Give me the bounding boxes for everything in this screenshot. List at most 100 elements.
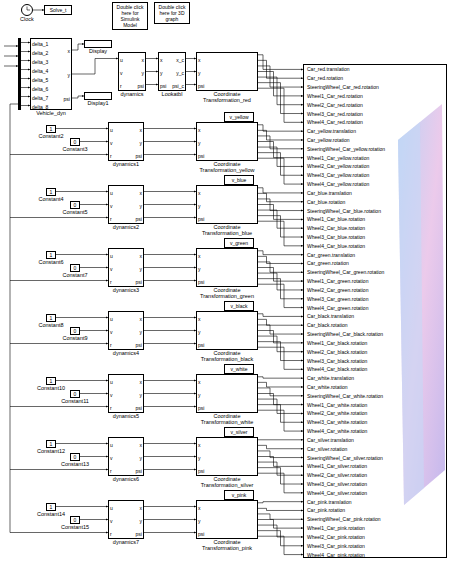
signal-line bbox=[258, 508, 303, 510]
signal-line bbox=[258, 520, 303, 529]
signal-line bbox=[144, 141, 196, 142]
constant-block: 1Constant8 bbox=[46, 314, 56, 322]
text-block: v_green bbox=[224, 238, 254, 248]
port-label: Car_silver.rotation bbox=[307, 446, 347, 452]
block-name: dynamics bbox=[120, 91, 143, 97]
block-text: v_black bbox=[226, 303, 252, 309]
subsystem-block: Coordinate Transformation_whitexypsi bbox=[196, 374, 258, 413]
signal-line bbox=[258, 473, 303, 493]
constant-value: 1 bbox=[47, 189, 55, 196]
port-label: x bbox=[140, 190, 143, 196]
port-label: psi bbox=[198, 531, 204, 537]
port-label: v bbox=[110, 455, 113, 461]
port-label: Car_pink.translation bbox=[307, 499, 351, 505]
port-label: Wheel3_Car_silver.rotation bbox=[307, 481, 367, 487]
text-block: v_black bbox=[224, 301, 254, 311]
port-label: y_c bbox=[176, 70, 184, 76]
text-block: Double click here for Simulink Model bbox=[112, 2, 148, 30]
block-name: Constant4 bbox=[38, 196, 63, 202]
port-label: Wheel2_Car_blue.rotation bbox=[307, 225, 365, 231]
port-label: SteeringWheel_Car_pink.rotation bbox=[307, 516, 381, 522]
bus-branch-line bbox=[10, 532, 108, 533]
constant-block: 1Constant4 bbox=[46, 188, 56, 196]
port-label: Wheel4_Car_white.rotation bbox=[307, 428, 367, 434]
text-block: v_pink bbox=[224, 490, 254, 500]
port-label: Wheel4_Car_black.rotation bbox=[307, 366, 367, 372]
port-label: Wheel3_Car_yellow.rotation bbox=[307, 172, 369, 178]
port-label: r bbox=[110, 279, 112, 285]
subsystem-block: Coordinate Transformation_redxypsi bbox=[196, 52, 258, 91]
port-label: psi bbox=[198, 279, 204, 285]
constant-block: 0Constant7 bbox=[70, 264, 80, 272]
signal-line bbox=[258, 388, 303, 396]
signal-line bbox=[258, 405, 303, 423]
constant-value: 0 bbox=[71, 391, 79, 398]
subsystem-block: Coordinate Transformation_greenxypsi bbox=[196, 248, 258, 287]
block-name: Constant9 bbox=[62, 335, 87, 341]
signal-line bbox=[258, 193, 303, 201]
signal-line bbox=[258, 382, 303, 387]
mux-output-line bbox=[21, 105, 30, 106]
subsystem-block: Coordinate Transformation_silverxypsi bbox=[196, 437, 258, 476]
port-label: psi bbox=[198, 153, 204, 159]
port-label: Car_silver.translation bbox=[307, 437, 354, 443]
port-label: psi bbox=[136, 279, 142, 285]
mux-input-line bbox=[4, 66, 18, 67]
mux-output-line bbox=[21, 51, 30, 52]
port-label: psi bbox=[136, 531, 142, 537]
signal-line bbox=[186, 71, 196, 72]
port-label: Car_blue.translation bbox=[307, 190, 352, 196]
bus-branch-line bbox=[10, 217, 108, 218]
vr-preview-shade bbox=[398, 122, 424, 505]
signal-line bbox=[258, 410, 303, 431]
block-name: Constant12 bbox=[37, 448, 65, 454]
constant-block: 0Constant15 bbox=[70, 516, 80, 524]
signal-line bbox=[144, 330, 196, 331]
text-block: Double click here for 3D graph bbox=[154, 2, 190, 24]
signal-line bbox=[258, 262, 303, 272]
block-name: Clock bbox=[20, 16, 34, 22]
port-label: y bbox=[140, 392, 143, 398]
clock-block: Clock bbox=[21, 4, 33, 16]
port-label: Car_red.translation bbox=[307, 66, 350, 72]
constant-value: 1 bbox=[47, 441, 55, 448]
port-label: psi bbox=[198, 83, 204, 89]
constant-value: 1 bbox=[47, 504, 55, 511]
port-label: Wheel2_Car_black.rotation bbox=[307, 349, 367, 355]
block-name: dynamics2 bbox=[113, 224, 139, 230]
port-label: Wheel1_Car_silver.rotation bbox=[307, 463, 367, 469]
signal-line bbox=[258, 153, 303, 176]
clock-hand bbox=[27, 10, 30, 11]
mux-output-line bbox=[21, 87, 30, 88]
vr-sink-block: Car_red.translationCar_red.rotationSteer… bbox=[303, 64, 447, 558]
constant-block: 1Constant10 bbox=[46, 377, 56, 385]
port-label: Wheel4_Car_green.rotation bbox=[307, 305, 368, 311]
block-name: Coordinate Transformation_black bbox=[196, 350, 258, 362]
signal-line bbox=[72, 44, 84, 50]
bus-branch-line bbox=[10, 343, 108, 344]
port-label: delta_4 bbox=[32, 68, 48, 74]
port-label: psi bbox=[136, 342, 142, 348]
signal-line bbox=[56, 506, 108, 507]
port-label: delta_2 bbox=[32, 50, 48, 56]
port-label: Wheel2_Car_white.rotation bbox=[307, 410, 367, 416]
port-label: Car_black.translation bbox=[307, 313, 354, 319]
port-label: x bbox=[198, 190, 201, 196]
signal-line bbox=[144, 443, 196, 444]
port-label: psi bbox=[198, 342, 204, 348]
subsystem-block: dynamics7uvrxypsi bbox=[108, 500, 144, 539]
signal-line bbox=[258, 55, 303, 70]
block-name: Vehicle_dyn bbox=[36, 110, 66, 116]
signal-line bbox=[258, 279, 303, 299]
signal-line bbox=[258, 319, 303, 325]
port-label: psi bbox=[136, 153, 142, 159]
port-label: y bbox=[198, 266, 201, 272]
signal-line bbox=[144, 317, 196, 318]
port-label: x bbox=[140, 442, 143, 448]
port-label: Wheel1_Car_black.rotation bbox=[307, 340, 367, 346]
port-label: SteeringWheel_Car_silver.rotation bbox=[307, 455, 383, 461]
port-label: x bbox=[198, 505, 201, 511]
signal-line bbox=[258, 256, 303, 263]
port-label: Wheel3_Car_red.rotation bbox=[307, 111, 363, 117]
signal-line bbox=[144, 280, 196, 281]
